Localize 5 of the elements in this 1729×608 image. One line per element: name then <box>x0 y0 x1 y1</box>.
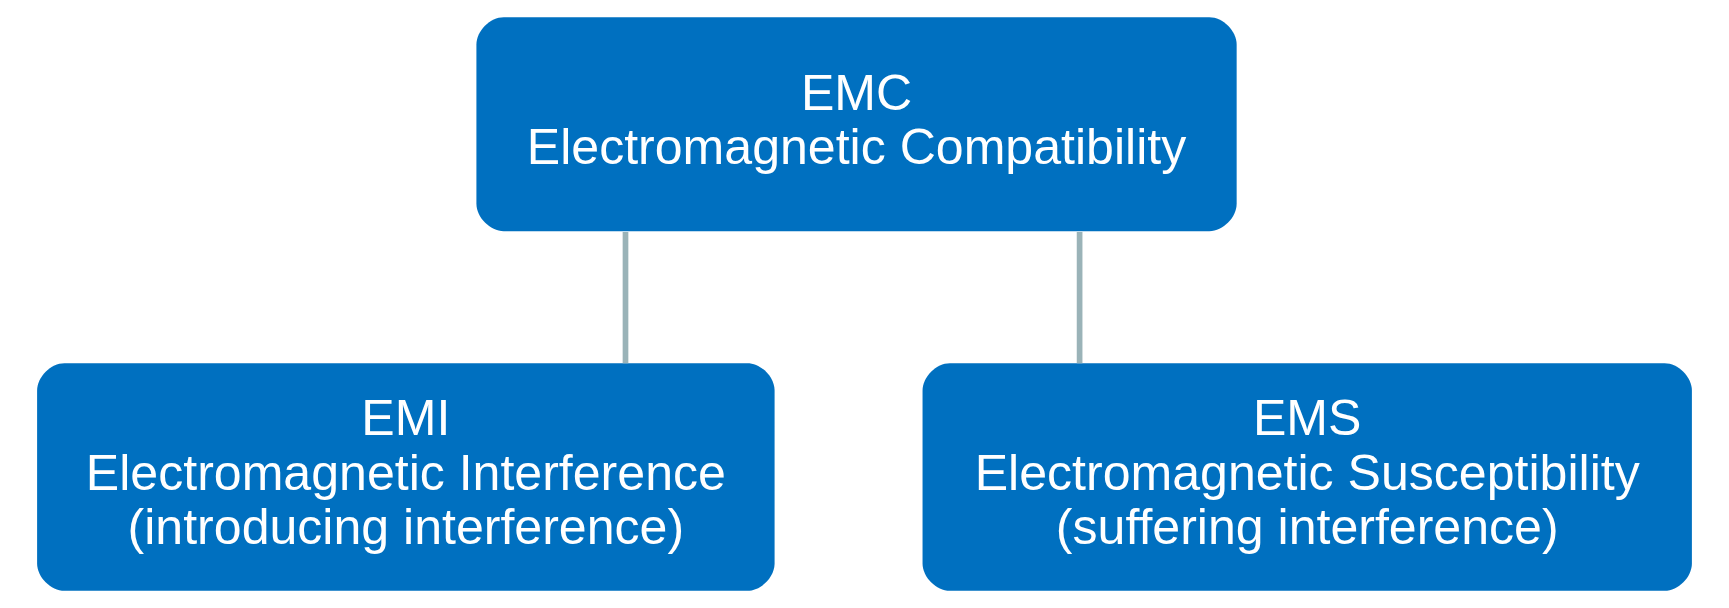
node-box: EMS Electromagnetic Susceptibility (suffering interference) <box>922 363 1692 591</box>
node-box: EMC Electromagnetic Compatibility <box>476 17 1237 232</box>
connector <box>1076 231 1083 364</box>
connector <box>622 231 629 364</box>
node-box: EMI Electromagnetic Interference (introducing interference) <box>37 363 775 591</box>
